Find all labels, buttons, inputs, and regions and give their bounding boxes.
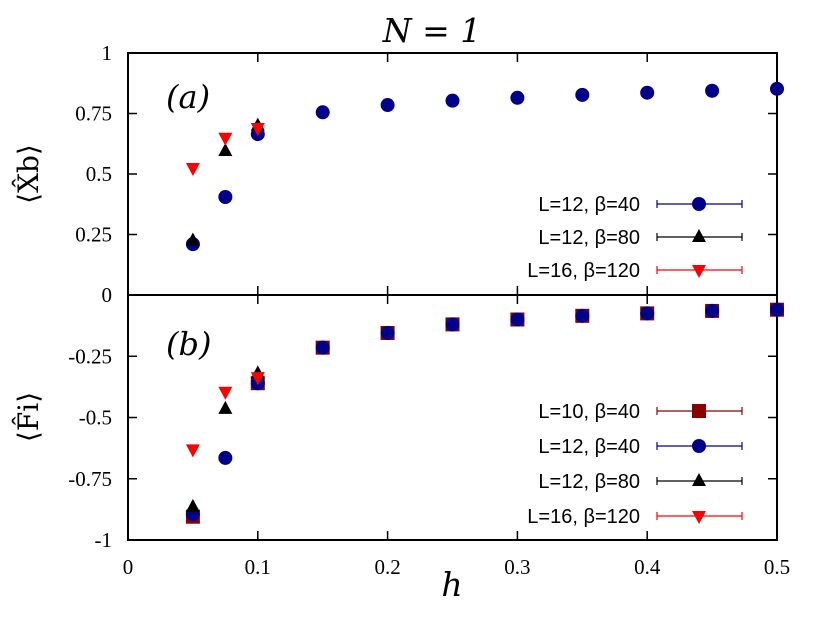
series-circle-0: [185, 81, 784, 252]
y-tick-label: -1: [95, 528, 113, 552]
panel-b: -0.25-0.5-0.75-1 (b) ⟨F̂i⟩ L=10, β=40L=1…: [12, 294, 784, 552]
data-point: [705, 303, 720, 318]
y-tick-label: -0.75: [68, 467, 112, 491]
x-axis-label: h: [441, 565, 462, 604]
x-tick-label: 0.3: [504, 555, 530, 579]
x-tick-label: 0.4: [634, 555, 661, 579]
panel-b-legend: L=10, β=40L=12, β=40L=12, β=80L=16, β=12…: [527, 401, 743, 528]
x-tick-label: 0.2: [374, 555, 400, 579]
data-point: [185, 444, 200, 458]
data-point: [705, 83, 720, 98]
panel-a-legend: L=12, β=40L=12, β=80L=16, β=120: [527, 194, 743, 282]
y-tick-label: 1: [102, 41, 113, 65]
y-tick-label: -0.25: [68, 344, 112, 368]
data-point: [218, 450, 233, 465]
legend-label: L=12, β=40: [538, 194, 640, 216]
title-text: N = 1: [382, 11, 482, 50]
series-circle-1: [185, 302, 784, 522]
legend-marker: [692, 229, 706, 242]
panel-a-y-axis-label: ⟨X̂b⟩: [12, 144, 45, 204]
data-point: [218, 143, 233, 157]
legend-item: L=10, β=40: [538, 401, 743, 423]
panel-b-label: (b): [166, 325, 211, 363]
data-point: [250, 123, 265, 137]
legend-label: L=16, β=120: [527, 260, 640, 282]
panel-a-y-tick-labels: 1 0.75 0.5 0.25 0: [75, 41, 112, 307]
legend-label: L=10, β=40: [538, 401, 640, 423]
legend-marker: [692, 473, 706, 486]
data-point: [770, 81, 784, 96]
legend-marker: [692, 439, 706, 453]
legend-label: L=16, β=120: [527, 506, 640, 528]
data-point: [445, 93, 460, 108]
panel-b-y-tick-labels: -0.25 -0.5 -0.75 -1: [68, 344, 112, 552]
legend-label: L=12, β=40: [538, 436, 640, 458]
data-point: [510, 90, 525, 105]
legend-marker: [692, 265, 706, 278]
legend-item: L=12, β=40: [538, 436, 743, 458]
chart-title: N = 1: [382, 11, 482, 50]
x-tick-label: 0.1: [245, 555, 271, 579]
data-point: [575, 87, 590, 102]
panel-b-y-axis-label: ⟨F̂i⟩: [12, 392, 45, 442]
legend-item: L=12, β=80: [538, 471, 743, 493]
series-triangle-down-3: [185, 372, 265, 458]
legend-item: L=12, β=80: [538, 227, 743, 249]
data-point: [315, 340, 330, 355]
data-point: [185, 232, 200, 246]
data-point: [510, 312, 525, 327]
data-point: [445, 317, 460, 332]
data-point: [218, 132, 233, 146]
y-tick-label: 0.25: [75, 223, 112, 247]
legend-label: L=12, β=80: [538, 227, 640, 249]
panel-a-frame: [127, 52, 778, 296]
data-point: [380, 325, 395, 340]
y-tick-label: -0.5: [79, 406, 112, 430]
panel-a-ticks: [127, 52, 778, 296]
y-tick-label: 0.75: [75, 102, 112, 126]
data-point: [640, 85, 655, 100]
panel-a-data-points: [185, 81, 784, 252]
panel-a: 10.750.50.250 (a) ⟨X̂b⟩ L=12, β=40L=12, …: [12, 41, 784, 307]
panel-b-data-points: [185, 302, 784, 524]
data-point: [185, 498, 200, 512]
legend-label: L=12, β=80: [538, 471, 640, 493]
data-point: [218, 400, 233, 414]
x-tick-label: 0: [123, 555, 134, 579]
panel-b-ticks: [127, 294, 778, 541]
legend-marker: [692, 197, 706, 211]
legend-item: L=16, β=120: [527, 506, 743, 528]
panel-b-frame: [127, 294, 778, 541]
x-tick-label: 0.5: [764, 555, 790, 579]
legend-marker: [692, 511, 706, 524]
data-point: [250, 372, 265, 386]
data-point: [218, 189, 233, 204]
legend-item: L=12, β=40: [538, 194, 743, 216]
y-tick-label: 0.5: [86, 162, 112, 186]
panel-a-label: (a): [166, 78, 210, 116]
legend-marker: [692, 404, 706, 418]
series-triangle-down-2: [185, 123, 265, 176]
x-tick-labels: 0 0.1 0.2 0.3 0.4 0.5: [123, 555, 790, 579]
data-point: [185, 162, 200, 176]
y-tick-label: 0: [102, 283, 113, 307]
data-point: [770, 302, 784, 317]
legend-item: L=16, β=120: [527, 260, 743, 282]
data-point: [575, 308, 590, 323]
data-point: [315, 105, 330, 120]
data-point: [218, 386, 233, 400]
data-point: [380, 98, 395, 113]
data-point: [640, 306, 655, 321]
